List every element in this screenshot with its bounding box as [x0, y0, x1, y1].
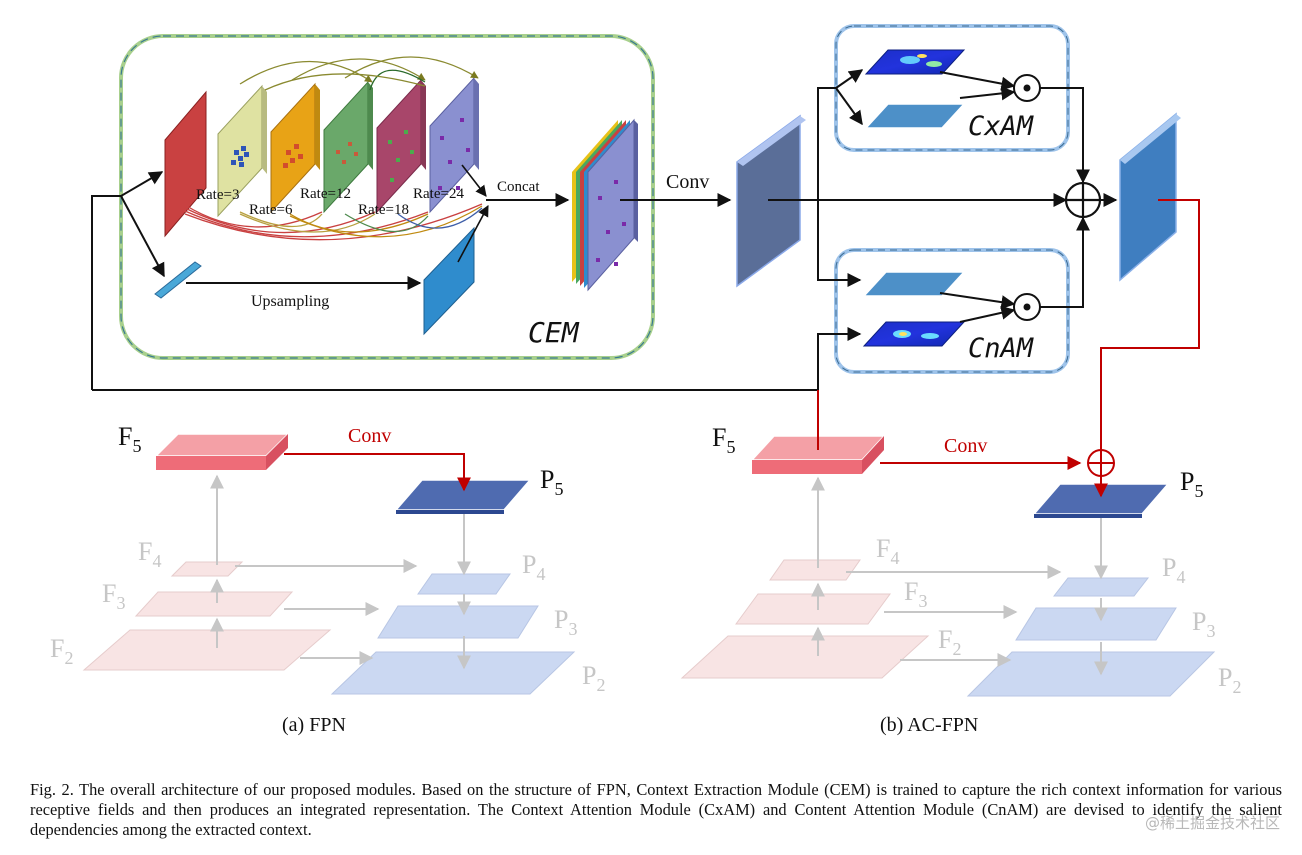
cnam-title: CnAM [968, 333, 1035, 364]
rate3-slab [217, 84, 267, 218]
cnam-heatmap [862, 321, 966, 347]
rate-label-24: Rate=24 [413, 186, 464, 202]
cem-input-slab [164, 90, 207, 238]
rate-label-12: Rate=12 [300, 186, 351, 202]
rate6-slab [270, 82, 320, 214]
watermark: @稀土掘金技术社区 [1144, 814, 1280, 832]
fpn-b-p2-label: P2 [1218, 663, 1241, 697]
cxam-feature [864, 103, 966, 129]
dense-connections [184, 56, 483, 241]
fpn-b-p3-label: P3 [1192, 607, 1215, 641]
architecture-figure: Rate=3 Rate=6 Rate=12 Rate=18 Rate=24 Co… [50, 24, 1241, 736]
fpn-a-f3-label: F3 [102, 579, 125, 613]
sum-op [1064, 181, 1102, 219]
rate12-slab [323, 80, 373, 214]
fpn-a-p4-label: P4 [522, 550, 545, 584]
acfpn-output-slab [1119, 112, 1181, 282]
figure-caption: Fig. 2. The overall architecture of our … [30, 780, 1282, 839]
fpn-b-f5-label: F5 [712, 423, 735, 457]
cem-title: CEM [528, 316, 580, 349]
main-conv-label: Conv [666, 171, 709, 193]
rate-label-18: Rate=18 [358, 202, 409, 218]
upsampling-label: Upsampling [251, 293, 329, 310]
cnam-feature [862, 271, 966, 297]
upsampled-slab [423, 226, 475, 336]
fpn-b: Conv F5 F4 F3 F2 P5 P4 P3 P2 (b) AC-FPN [680, 390, 1241, 736]
fpn-b-sum-op [1087, 449, 1115, 477]
fpn-a-p5-label: P5 [540, 465, 563, 499]
fpn-a-p2-label: P2 [582, 661, 605, 695]
concat-label: Concat [497, 179, 540, 195]
fpn-a-f5-label: F5 [118, 422, 141, 456]
fpn-b-f3-label: F3 [904, 577, 927, 611]
rate18-slab [376, 78, 426, 214]
rate24-slab [429, 76, 479, 214]
fpn-a-f4-label: F4 [138, 537, 161, 571]
cnam-module: CnAM [834, 248, 1070, 374]
cem-module: Rate=3 Rate=6 Rate=12 Rate=18 Rate=24 Co… [91, 34, 655, 390]
fpn-b-f4-label: F4 [876, 534, 899, 568]
fpn-a-caption: (a) FPN [282, 714, 346, 736]
cxam-multiply-op [1013, 74, 1041, 102]
fpn-b-p4-label: P4 [1162, 553, 1185, 587]
fpn-b-f2-label: F2 [938, 625, 961, 659]
fpn-a-f2-label: F2 [50, 634, 73, 668]
fpn-a-p3-label: P3 [554, 605, 577, 639]
cnam-multiply-op [1013, 293, 1041, 321]
concat-stack [572, 118, 638, 292]
fpn-a-conv-label: Conv [348, 425, 391, 447]
pooled-vector [154, 261, 202, 299]
fpn-a-f5 [154, 433, 290, 457]
fpn-a: Conv F5 F4 F3 F2 P5 P4 P3 P2 (a) FPN [50, 422, 605, 736]
rate-label-6: Rate=6 [249, 202, 293, 218]
fpn-b-caption: (b) AC-FPN [880, 714, 978, 736]
rate-label-3: Rate=3 [196, 187, 239, 203]
cxam-title: CxAM [968, 111, 1035, 142]
fpn-b-conv-label: Conv [944, 435, 987, 457]
fpn-b-p5-label: P5 [1180, 467, 1203, 501]
